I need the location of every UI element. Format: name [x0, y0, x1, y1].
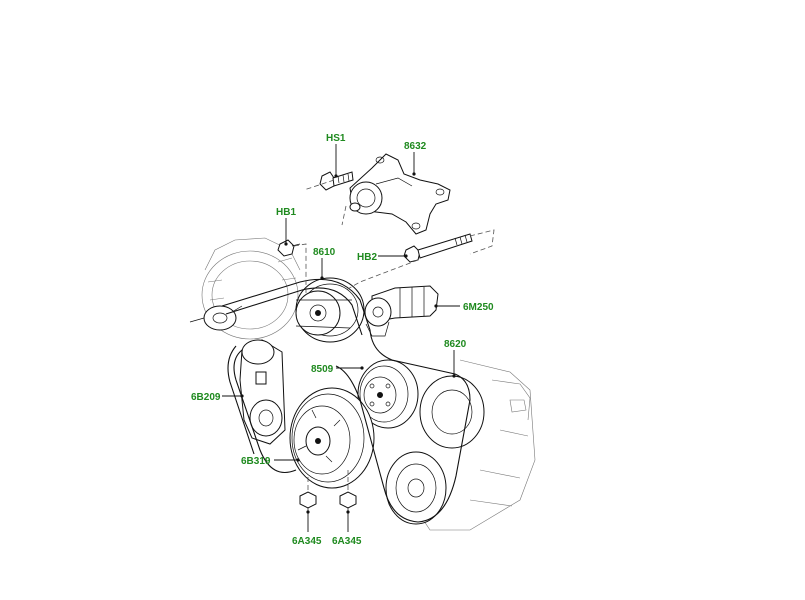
label-6a345-left: 6A345 [292, 536, 322, 547]
label-8620: 8620 [444, 339, 467, 350]
label-hb2: HB2 [357, 252, 377, 263]
bolt-hb2 [403, 233, 473, 263]
pulley-8509 [357, 359, 419, 429]
bolt-hb1 [277, 239, 301, 257]
bolt-6a345-right [339, 491, 357, 512]
leader-lines [222, 144, 460, 532]
assembly-dashed-lines [293, 179, 495, 490]
part-labels: HS1 8632 HB1 8610 HB2 6M250 8620 8509 6B… [191, 133, 494, 547]
alternator [189, 237, 301, 340]
label-8632: 8632 [404, 141, 427, 152]
idler-pulley-8610 [295, 277, 365, 343]
label-8610: 8610 [313, 247, 336, 258]
ac-compressor-8620 [385, 359, 536, 531]
label-hb1: HB1 [276, 207, 296, 218]
label-6a345-right: 6A345 [332, 536, 362, 547]
bracket-8632 [349, 153, 451, 235]
bolt-6a345-left [299, 491, 317, 512]
tensioner-arm-6b209 [239, 339, 286, 445]
drive-belt [221, 278, 471, 523]
label-8509: 8509 [311, 364, 334, 375]
label-6m250: 6M250 [463, 302, 494, 313]
crank-pulley-6b319 [289, 387, 375, 489]
bolt-hs1 [319, 171, 354, 191]
label-hs1: HS1 [326, 133, 346, 144]
label-6b209: 6B209 [191, 392, 221, 403]
tensioner-6m250 [364, 285, 439, 337]
label-6b319: 6B319 [241, 456, 271, 467]
